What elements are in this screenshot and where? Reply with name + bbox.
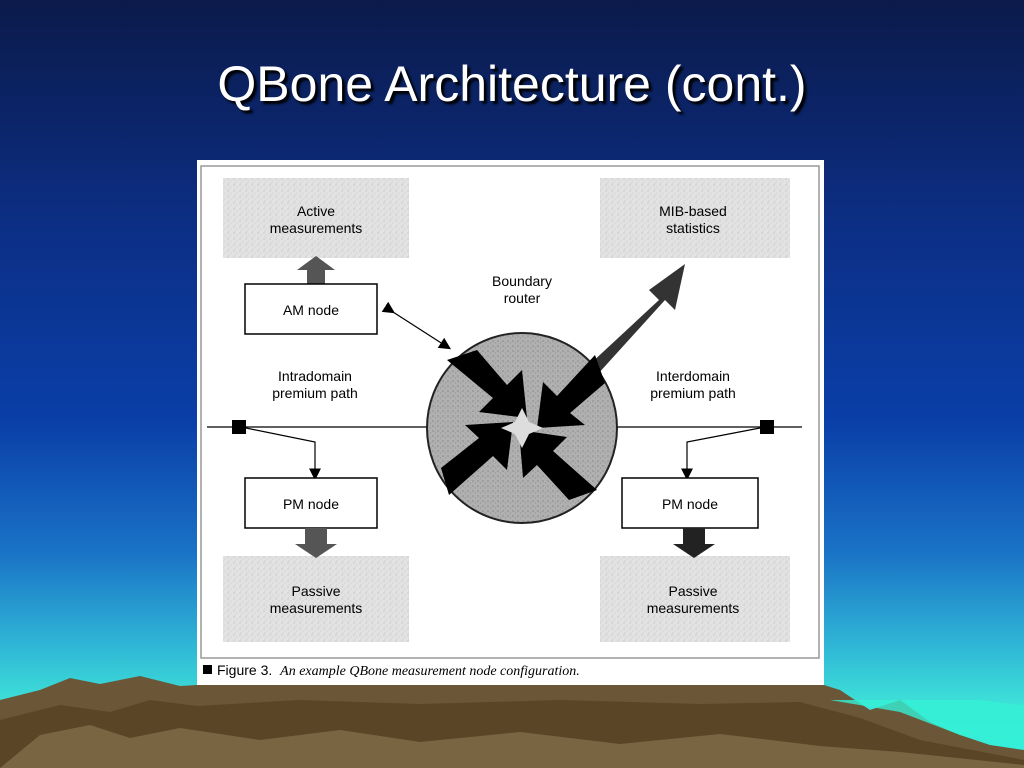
passive-left-line1: Passive bbox=[291, 583, 340, 599]
intra-path-line2: premium path bbox=[272, 385, 358, 401]
slide-title: QBone Architecture (cont.) bbox=[217, 56, 807, 112]
active-measurements-box bbox=[223, 178, 409, 258]
router-arrows bbox=[441, 350, 605, 500]
intra-path-line1: Intradomain bbox=[278, 368, 352, 384]
tap-right bbox=[760, 420, 774, 434]
pm-node-left-box bbox=[244, 477, 378, 529]
passive-right-line1: Passive bbox=[668, 583, 717, 599]
pm-right-down-arrow bbox=[673, 528, 715, 558]
figure-caption: Figure 3. An example QBone measurement n… bbox=[217, 662, 580, 679]
caption-marker bbox=[203, 665, 212, 674]
active-label-line1: Active bbox=[297, 203, 335, 219]
passive-right-line2: measurements bbox=[647, 600, 740, 616]
tap-left bbox=[232, 420, 246, 434]
am-node-box bbox=[244, 283, 378, 335]
inter-path-line1: Interdomain bbox=[656, 368, 730, 384]
am-up-arrow bbox=[297, 256, 335, 284]
mib-label-line1: MIB-based bbox=[659, 203, 727, 219]
inter-path-line2: premium path bbox=[650, 385, 736, 401]
passive-measurements-left-box bbox=[223, 556, 409, 642]
pm-node-right-label: PM node bbox=[662, 496, 718, 512]
tap-left-arrow bbox=[245, 427, 321, 481]
boundary-router-line1: Boundary bbox=[492, 273, 552, 289]
passive-left-line2: measurements bbox=[270, 600, 363, 616]
mib-statistics-box bbox=[600, 178, 790, 258]
pm-node-left-label: PM node bbox=[283, 496, 339, 512]
mib-label-line2: statistics bbox=[666, 220, 720, 236]
pm-node-right-box bbox=[621, 477, 759, 529]
am-router-link bbox=[381, 301, 452, 350]
active-label-line2: measurements bbox=[270, 220, 363, 236]
boundary-router-line2: router bbox=[504, 290, 541, 306]
caption-label: Figure 3. bbox=[217, 662, 272, 678]
diagram-figure: Active measurements MIB-based statistics… bbox=[197, 160, 824, 685]
tap-right-arrow bbox=[681, 427, 761, 481]
mib-big-arrow bbox=[589, 264, 685, 375]
am-node-label: AM node bbox=[283, 302, 339, 318]
passive-measurements-right-box bbox=[600, 556, 790, 642]
pm-left-down-arrow bbox=[295, 528, 337, 558]
diagram-svg: Active measurements MIB-based statistics… bbox=[200, 165, 820, 679]
caption-text: An example QBone measurement node config… bbox=[279, 664, 580, 679]
figure-frame bbox=[200, 165, 820, 659]
